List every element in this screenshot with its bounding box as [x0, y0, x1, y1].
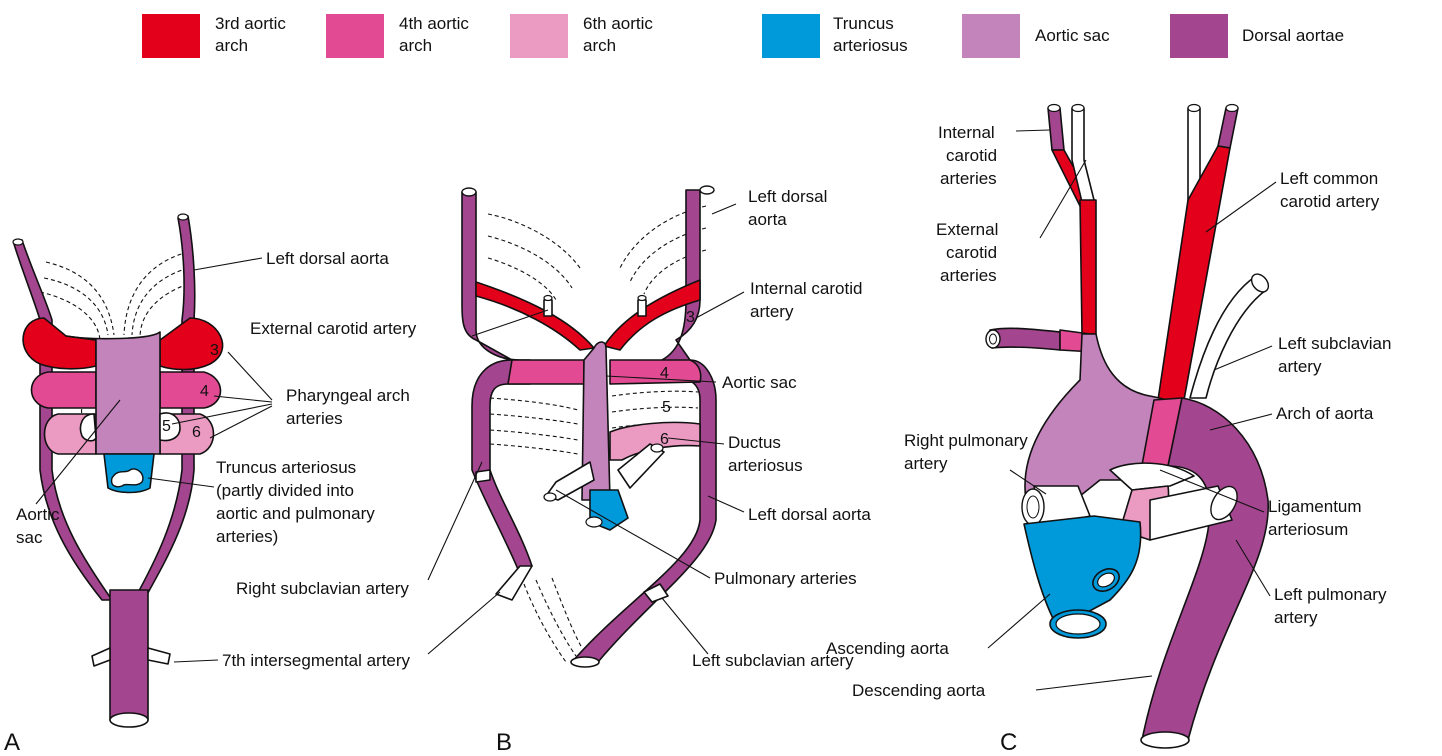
legend-label-6th-arch-line1: 6th aortic — [583, 14, 653, 33]
panel-a-label-left-dorsal-aorta: Left dorsal aorta — [266, 249, 389, 268]
panel-b: 3 4 5 6 Left dorsal aorta Internal carot… — [236, 185, 871, 756]
panel-b-left-subclavian — [643, 583, 669, 603]
panel-a-label-aortic-sac-line2: sac — [16, 528, 43, 547]
legend-swatch-6th-arch — [510, 14, 568, 58]
panel-b-arch-number-3: 3 — [686, 309, 695, 326]
panel-b-label-external-carotid: External carotid artery — [250, 319, 417, 338]
panel-c-label-right-pulmonary-line2: artery — [904, 454, 948, 473]
panel-a-label-aortic-sac-line1: Aortic — [16, 505, 60, 524]
panel-b-left-pulmonary — [617, 443, 665, 489]
panel-c-label-internal-line2: carotid — [946, 146, 997, 165]
panel-b-arch-6 — [609, 421, 701, 461]
panel-b-right-subclavian — [495, 565, 533, 601]
legend-label-aortic-sac: Aortic sac — [1035, 26, 1110, 45]
panel-c-label-right-pulmonary-line1: Right pulmonary — [904, 431, 1028, 450]
panel-b-label-internal-carotid-line1: Internal carotid — [750, 279, 862, 298]
panel-b-arch-number-5: 5 — [662, 399, 671, 416]
panel-c-letter: C — [1000, 729, 1017, 756]
panel-a-arch-3-left — [159, 317, 224, 371]
panel-a-label-pharyngeal-line1: Pharyngeal arch — [286, 386, 410, 405]
panel-b-letter: B — [496, 729, 512, 756]
legend-label-dorsal-aortae: Dorsal aortae — [1242, 26, 1344, 45]
panel-a-arch-3-right — [22, 317, 97, 370]
panel-b-label-left-dorsal-aorta: Left dorsal aorta — [748, 505, 871, 524]
legend-swatch-dorsal-aortae — [1170, 14, 1228, 58]
legend-swatch-3rd-arch — [142, 14, 200, 58]
panel-c-label-ascending-aorta: Ascending aorta — [826, 639, 949, 658]
panel-c-label-left-subclavian-line1: Left subclavian — [1278, 334, 1391, 353]
legend-label-6th-arch-line2: arch — [583, 36, 616, 55]
panel-b-arch-number-4: 4 — [660, 365, 669, 382]
panel-a-descending-aorta — [109, 589, 149, 721]
panel-a-label-truncus-line2: (partly divided into — [216, 481, 354, 500]
panel-b-label-left-dorsal-line1: Left dorsal — [748, 187, 827, 206]
panel-a-arch-number-6: 6 — [192, 424, 201, 441]
panel-a-label-truncus-line1: Truncus arteriosus — [216, 458, 356, 477]
panel-c-label-left-subclavian-line2: artery — [1278, 357, 1322, 376]
panel-a-label-pharyngeal-line2: arteries — [286, 409, 343, 428]
panel-a-arch-number-3: 3 — [210, 342, 219, 359]
panel-c-label-left-common-line1: Left common — [1280, 169, 1378, 188]
legend-label-4th-arch-line2: arch — [399, 36, 432, 55]
legend-swatch-4th-arch — [326, 14, 384, 58]
panel-b-label-internal-carotid-line2: artery — [750, 302, 794, 321]
panel-c-label-left-pulmonary-line2: artery — [1274, 608, 1318, 627]
legend-swatch-truncus — [762, 14, 820, 58]
panel-a: 3 4 5 6 Left dorsal aorta Pharyngeal arc… — [4, 213, 411, 756]
panel-b-arch-3-right — [475, 281, 595, 351]
panel-c-label-descending-aorta: Descending aorta — [852, 681, 986, 700]
panel-c-label-external-line2: carotid — [946, 243, 997, 262]
panel-c-label-left-common-line2: carotid artery — [1280, 192, 1380, 211]
panel-c-ligamentum-window — [1109, 462, 1195, 491]
panel-c-label-external-line1: External — [936, 220, 998, 239]
panel-a-arch-number-5: 5 — [162, 418, 171, 435]
legend-label-3rd-arch-line2: arch — [215, 36, 248, 55]
panel-b-label-left-dorsal-line2: aorta — [748, 210, 787, 229]
panel-a-right-intersegmental — [91, 647, 111, 667]
panel-b-label-ductus-line1: Ductus — [728, 433, 781, 452]
panel-a-left-intersegmental — [147, 647, 171, 665]
legend-label-truncus-line1: Truncus — [833, 14, 894, 33]
panel-c-label-internal-line1: Internal — [938, 123, 995, 142]
panel-c-right-internal-carotid-upper — [1047, 107, 1065, 151]
legend: 3rd aortic arch 4th aortic arch 6th aort… — [142, 14, 1344, 58]
panel-c: Internal carotid arteries External carot… — [826, 103, 1391, 756]
panel-c-label-left-pulmonary-line1: Left pulmonary — [1274, 585, 1387, 604]
panel-b-label-aortic-sac: Aortic sac — [722, 373, 797, 392]
panel-a-arch-4-left — [159, 371, 222, 409]
panel-a-label-7th-intersegmental: 7th intersegmental artery — [222, 651, 411, 670]
panel-c-ascending-aorta — [1023, 515, 1142, 629]
panel-c-left-pulmonary-artery — [1149, 485, 1233, 541]
panel-b-arch-3-left — [603, 279, 701, 351]
panel-c-label-arch-of-aorta: Arch of aorta — [1276, 404, 1374, 423]
panel-b-label-right-subclavian: Right subclavian artery — [236, 579, 409, 598]
panel-b-arch-4-right — [507, 359, 585, 385]
legend-swatch-aortic-sac — [962, 14, 1020, 58]
panel-b-arch-number-6: 6 — [660, 431, 669, 448]
panel-c-label-external-line3: arteries — [940, 266, 997, 285]
legend-label-4th-arch-line1: 4th aortic — [399, 14, 469, 33]
panel-c-left-internal-carotid-upper — [1217, 107, 1239, 149]
panel-a-letter: A — [4, 729, 20, 756]
panel-a-arch-4-right — [30, 371, 97, 409]
panel-b-label-left-subclavian: Left subclavian artery — [692, 651, 854, 670]
panel-c-label-ligamentum-line2: arteriosum — [1268, 520, 1348, 539]
legend-label-truncus-line2: arteriosus — [833, 36, 908, 55]
panel-a-arch-number-4: 4 — [200, 383, 209, 400]
panel-c-label-internal-line3: arteries — [940, 169, 997, 188]
panel-b-label-pulmonary-arteries: Pulmonary arteries — [714, 569, 857, 588]
panel-c-right-common-carotid — [1079, 199, 1097, 335]
legend-label-3rd-arch-line1: 3rd aortic — [215, 14, 286, 33]
panel-a-arch-5-left — [159, 412, 181, 442]
panel-a-label-truncus-line4: arteries) — [216, 527, 278, 546]
panel-b-label-ductus-line2: arteriosus — [728, 456, 803, 475]
panel-c-label-ligamentum-line1: Ligamentum — [1268, 497, 1362, 516]
panel-a-label-truncus-line3: aortic and pulmonary — [216, 504, 375, 523]
